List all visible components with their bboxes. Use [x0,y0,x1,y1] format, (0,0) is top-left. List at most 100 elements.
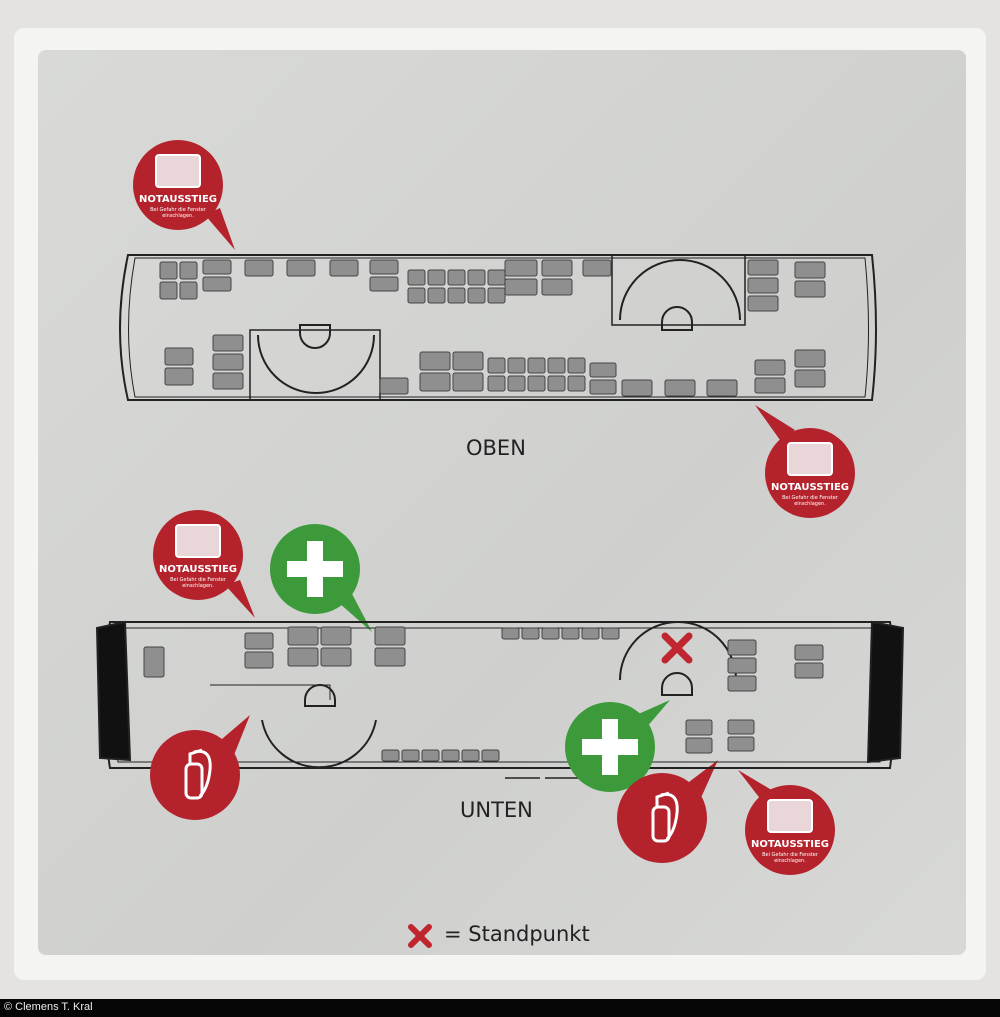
seat [427,287,446,304]
sign-title: NOTAUSSTIEG [750,839,829,850]
seat [685,719,713,736]
seat [547,357,566,374]
seat [407,269,426,286]
seat [212,372,244,390]
seat [754,377,786,394]
emergency-exit-sign: NOTAUSSTIEG Bei Gefahr die Fenster einsc… [133,140,223,230]
seat [727,736,755,752]
stairs-lower-left [210,684,377,769]
seat [794,662,824,679]
seat [487,287,506,304]
seat [567,375,586,392]
seat [244,651,274,669]
seat [419,351,451,371]
emergency-exit-sign: NOTAUSSTIEG Bei Gefahr die Fenster einsc… [745,785,835,875]
upper-deck-label: OBEN [466,436,526,460]
seat [467,269,486,286]
first-aid-sign [270,524,360,614]
emergency-exit-sign: NOTAUSSTIEG Bei Gefahr die Fenster einsc… [153,510,243,600]
seat [507,375,526,392]
seat [329,259,359,277]
seat [727,657,757,674]
seat [581,627,600,640]
sign-subtitle: Bei Gefahr die Fenster einschlagen. [782,495,838,507]
seat [179,281,198,300]
seat [504,278,538,296]
seat [527,357,546,374]
legend-text: = Standpunkt [444,922,590,946]
seat [727,639,757,656]
seats [143,259,826,762]
seat [374,647,406,667]
seat [794,280,826,298]
seat [441,749,460,762]
seat [452,372,484,392]
seat [320,626,352,646]
seat [504,259,538,277]
seat [664,379,696,397]
seat [747,259,779,276]
seat [621,379,653,397]
seat [159,261,178,280]
seat [794,261,826,279]
seat [754,359,786,376]
fire-extinguisher-sign [617,773,707,863]
seat [369,276,399,292]
seat [589,379,617,395]
credit-bar [0,999,1000,1017]
sign-subtitle: Bei Gefahr die Fenster einschlagen. [762,852,818,864]
standpoint-marker [661,632,693,664]
seat [164,347,194,366]
seat [452,351,484,371]
seat [287,626,319,646]
seat [794,349,826,368]
hammer-window-icon [175,524,221,558]
seat [159,281,178,300]
first-aid-sign [565,702,655,792]
sign-title: NOTAUSSTIEG [158,564,237,575]
seat [202,259,232,275]
seat [244,259,274,277]
stairs-lower-right [619,621,737,696]
seat [727,675,757,692]
seat [589,362,617,378]
seat [541,259,573,277]
seat [212,334,244,352]
seat [747,277,779,294]
seat [244,632,274,650]
seat [541,627,560,640]
plus-icon [287,541,343,597]
seat [286,259,316,277]
sign-title: NOTAUSSTIEG [138,194,217,205]
sign-pointer [755,405,795,440]
seat [487,357,506,374]
seat [419,372,451,392]
seat [706,379,738,397]
seat [794,369,826,388]
upper-deck [119,254,877,401]
seat [381,749,400,762]
hammer-window-icon [787,442,833,476]
seat [487,375,506,392]
seat [461,749,480,762]
seat [527,375,546,392]
seat [447,269,466,286]
seat [601,627,620,640]
seat [447,287,466,304]
seat [685,737,713,754]
plus-icon [582,719,638,775]
hammer-window-icon [767,799,813,833]
seat [467,287,486,304]
seat [212,353,244,371]
hammer-window-icon [155,154,201,188]
stairs-upper-right [611,254,746,331]
seat [567,357,586,374]
seat [320,647,352,667]
seat [501,627,520,640]
sign-subtitle: Bei Gefahr die Fenster einschlagen. [150,207,206,219]
sign-subtitle: Bei Gefahr die Fenster einschlagen. [170,577,226,589]
seat [374,626,406,646]
seat [747,295,779,312]
seat [287,647,319,667]
